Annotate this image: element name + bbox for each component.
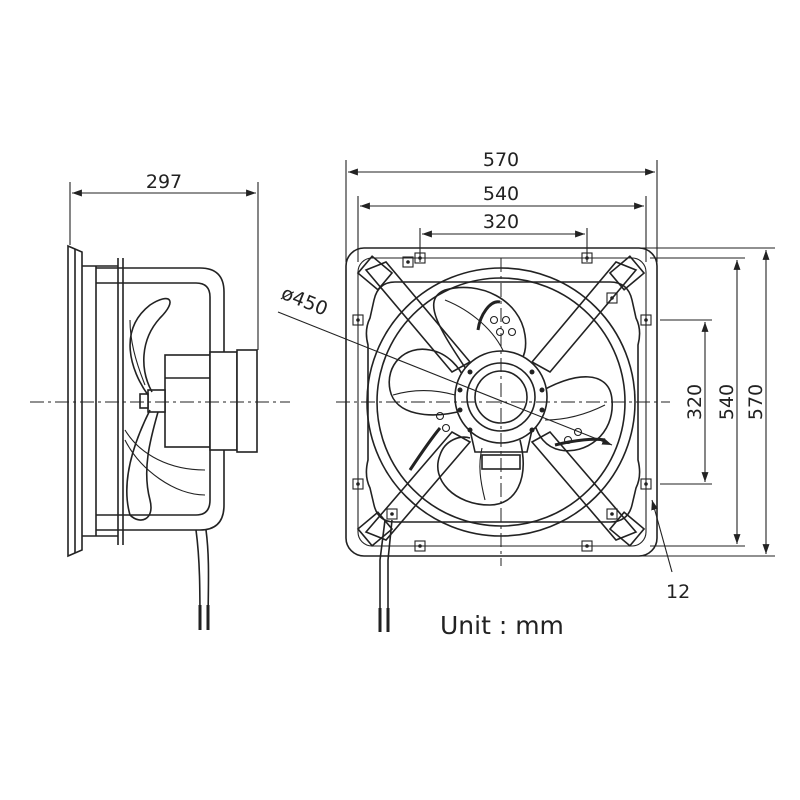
mount-height-label: 540 (716, 384, 738, 420)
front-recess (365, 281, 641, 523)
lead-wire-left (408, 427, 442, 471)
overall-height-label: 570 (745, 384, 767, 420)
side-blade-upper (129, 297, 171, 396)
front-view: 570 540 320 570 540 320 (277, 149, 775, 632)
side-flange (67, 244, 83, 558)
bracket-height-label: 320 (684, 384, 706, 420)
depth-label: 297 (146, 171, 182, 193)
mount-width-label: 540 (483, 183, 519, 205)
side-view: 297 (30, 171, 290, 631)
lead-wire-top (476, 300, 501, 331)
hole-label: 12 (666, 581, 690, 603)
blade-diameter-leader (277, 311, 613, 446)
side-motor-body (164, 354, 211, 448)
overall-width-label: 570 (483, 149, 519, 171)
bracket-width-label: 320 (483, 211, 519, 233)
mounting-holes (352, 252, 652, 552)
side-hub (147, 389, 166, 413)
unit-note: Unit : mm (440, 611, 564, 640)
hole-leader (651, 499, 673, 573)
motor-bolts (457, 369, 545, 433)
lead-wire-right (554, 437, 606, 447)
